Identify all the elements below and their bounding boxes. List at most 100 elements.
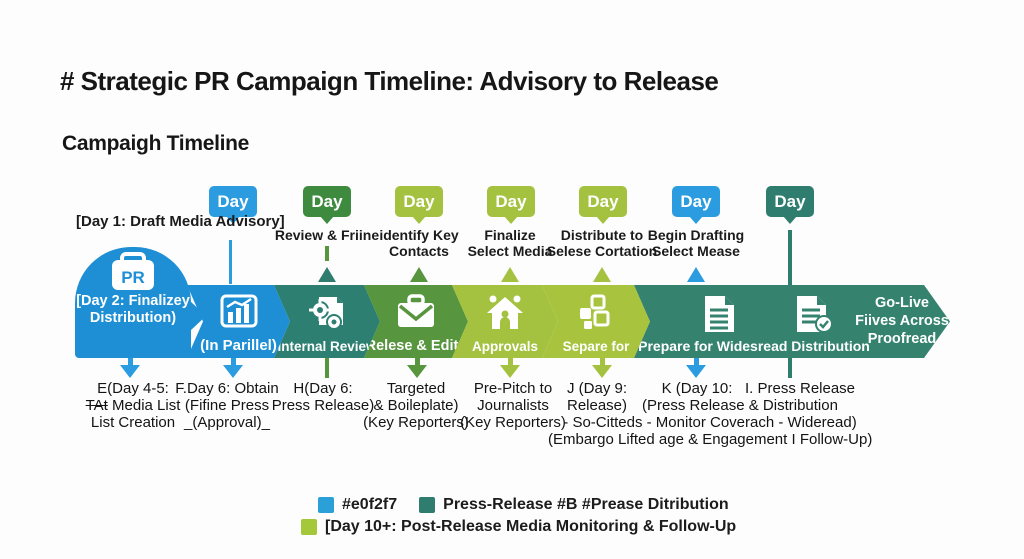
day-badge-label: Day: [774, 191, 806, 211]
annotation-e: E(Day 4-5: TAt Media List List Creation: [63, 380, 203, 431]
day-badge-label: Day: [680, 191, 712, 211]
milestone-line: Select Media: [467, 243, 553, 259]
milestone-line: identify Key: [379, 227, 459, 243]
blocks-icon: [576, 294, 616, 337]
down-arrow-icon: [686, 358, 706, 378]
annotation-line: J (Day 9:: [566, 380, 627, 397]
day-badge-5: Day: [579, 186, 627, 224]
annotation-line: (Key Reporters): [460, 414, 566, 431]
stage-label: Approvals: [471, 339, 539, 354]
legend-row-2: [Day 10+: Post-Release Media Monitoring …: [301, 518, 736, 536]
stage-separate-for: Separe for: [542, 285, 650, 358]
gear-document-icon: [307, 294, 347, 337]
annotation-i: I. Press Release: [735, 380, 865, 397]
pr-briefcase-icon: PR: [108, 252, 158, 297]
annotation-line: _(Approval)_: [184, 414, 270, 431]
annotation-line: & Boileplate): [373, 397, 459, 414]
stage-label-line: Go-Live: [875, 295, 929, 311]
stage-label: Prepare for Widesread Distribution: [638, 338, 870, 354]
annotation-shared-line4: (Embargo Lifted age & Engagement I Follo…: [548, 431, 873, 448]
milestone-line: Select Mease: [652, 243, 740, 259]
annotation-line: E(Day 4-5:: [97, 380, 169, 397]
day-badge-2: Day: [303, 186, 351, 224]
annotation-line: I. Press Release: [744, 380, 856, 397]
badge-pointer-icon: [504, 216, 518, 224]
annotation-j: J (Day 9: Release): [537, 380, 657, 414]
legend-row-1: #e0f2f7 Press-Release #B #Prease Ditribu…: [318, 496, 729, 514]
day-badge-label: Day: [311, 191, 343, 211]
connector-line: [788, 230, 792, 285]
down-arrow-icon: [120, 358, 140, 378]
badge-pointer-icon: [412, 216, 426, 224]
stage-label: Relese & Edits: [365, 338, 467, 354]
connector-line: [788, 358, 792, 378]
milestone-text-2: Review & Friine: [267, 227, 387, 243]
stage-internal-review: Internal Review: [274, 285, 380, 358]
legend-swatch-blue: [318, 497, 334, 513]
document-icon: [702, 294, 736, 339]
annotation-f: F.Day 6: Obtain (Fifine Press _(Approval…: [157, 380, 297, 431]
down-arrow-icon: [407, 358, 427, 378]
day-badge-label: Day: [217, 191, 249, 211]
annotation-line: Pre-Pitch to: [473, 380, 553, 397]
legend-label: Press-Release #B #Prease Ditribution: [443, 496, 729, 513]
day-badge-3: Day: [395, 186, 443, 224]
page-title: # Strategic PR Campaign Timeline: Adviso…: [60, 66, 719, 96]
milestone-line: Begin Drafting: [647, 227, 745, 243]
day-badge-label: Day: [495, 191, 527, 211]
milestone-line: Selese Cortation: [546, 243, 658, 259]
connector-line: [229, 240, 232, 284]
annotation-k-line1: K (Day 10:: [637, 380, 757, 397]
annotation-k-line2: (Press Release & Distribution: [625, 397, 855, 414]
badge-pointer-icon: [689, 216, 703, 224]
badge-pointer-icon: [596, 216, 610, 224]
stage-release-edits: Relese & Edits: [364, 285, 468, 358]
stage-in-parallel: (In Parillel): [187, 285, 290, 358]
badge-pointer-icon: [320, 216, 334, 224]
legend-swatch-green: [301, 519, 317, 535]
legend-label: #e0f2f7: [342, 496, 398, 513]
stage-label: Separe for: [562, 339, 630, 354]
annotation-prepitch: Pre-Pitch to Journalists (Key Reporters): [443, 380, 583, 431]
annotation-line: Journalists: [477, 397, 549, 414]
day-badge-4: Day: [487, 186, 535, 224]
badge-pointer-icon: [226, 216, 240, 224]
legend-swatch-teal: [419, 497, 436, 513]
document-check-icon: [794, 294, 834, 339]
annotation-line: TAt Media List: [63, 397, 203, 414]
milestone-line: Finalize: [484, 227, 536, 243]
stage-label-line: [Day 2: Finalizey: [76, 293, 190, 309]
down-arrow-icon: [592, 358, 612, 378]
milestone-line: Distribute to: [560, 227, 644, 243]
connector-line: [325, 358, 329, 378]
bar-chart-icon: [220, 294, 258, 333]
annotation-line: (Press Release & Distribution: [642, 397, 838, 414]
stage-start-label: [Day 2: Finalizey Distribution): [68, 293, 198, 327]
down-arrow-icon: [500, 358, 520, 378]
annotation-line: F.Day 6: Obtain: [175, 380, 279, 397]
stage-label: (In Parillel): [200, 337, 277, 354]
stage-label-line: Proofread: [867, 331, 937, 347]
briefcase-envelope-icon: [395, 294, 437, 335]
annotation-line: - So-Citteds - Monitor Coverach - Widere…: [563, 414, 857, 431]
day-badge-label: Day: [587, 191, 619, 211]
annotation-line: List Creation: [90, 414, 176, 431]
day-badge-label: Day: [403, 191, 435, 211]
annotation-strike-text: TAt: [85, 397, 108, 414]
milestone-day1-text: [Day 1: Draft Media Advisory]: [76, 213, 285, 230]
stage-approvals: Approvals: [452, 285, 558, 358]
day-badge-1: Day: [209, 186, 257, 224]
up-arrow-icon: [501, 267, 519, 282]
stage-label-line: Distribution): [89, 310, 177, 326]
milestone-line: Review & Friine: [274, 227, 380, 243]
annotation-line: Press Release): [271, 397, 375, 414]
pr-badge-text: PR: [121, 268, 145, 287]
milestone-line: Contacts: [389, 243, 449, 259]
day-badge-6: Day: [672, 186, 720, 224]
up-arrow-icon: [410, 267, 428, 282]
annotation-line: (Embargo Lifted age & Engagement I Follo…: [548, 431, 873, 448]
annotation-line: Release): [566, 397, 628, 414]
